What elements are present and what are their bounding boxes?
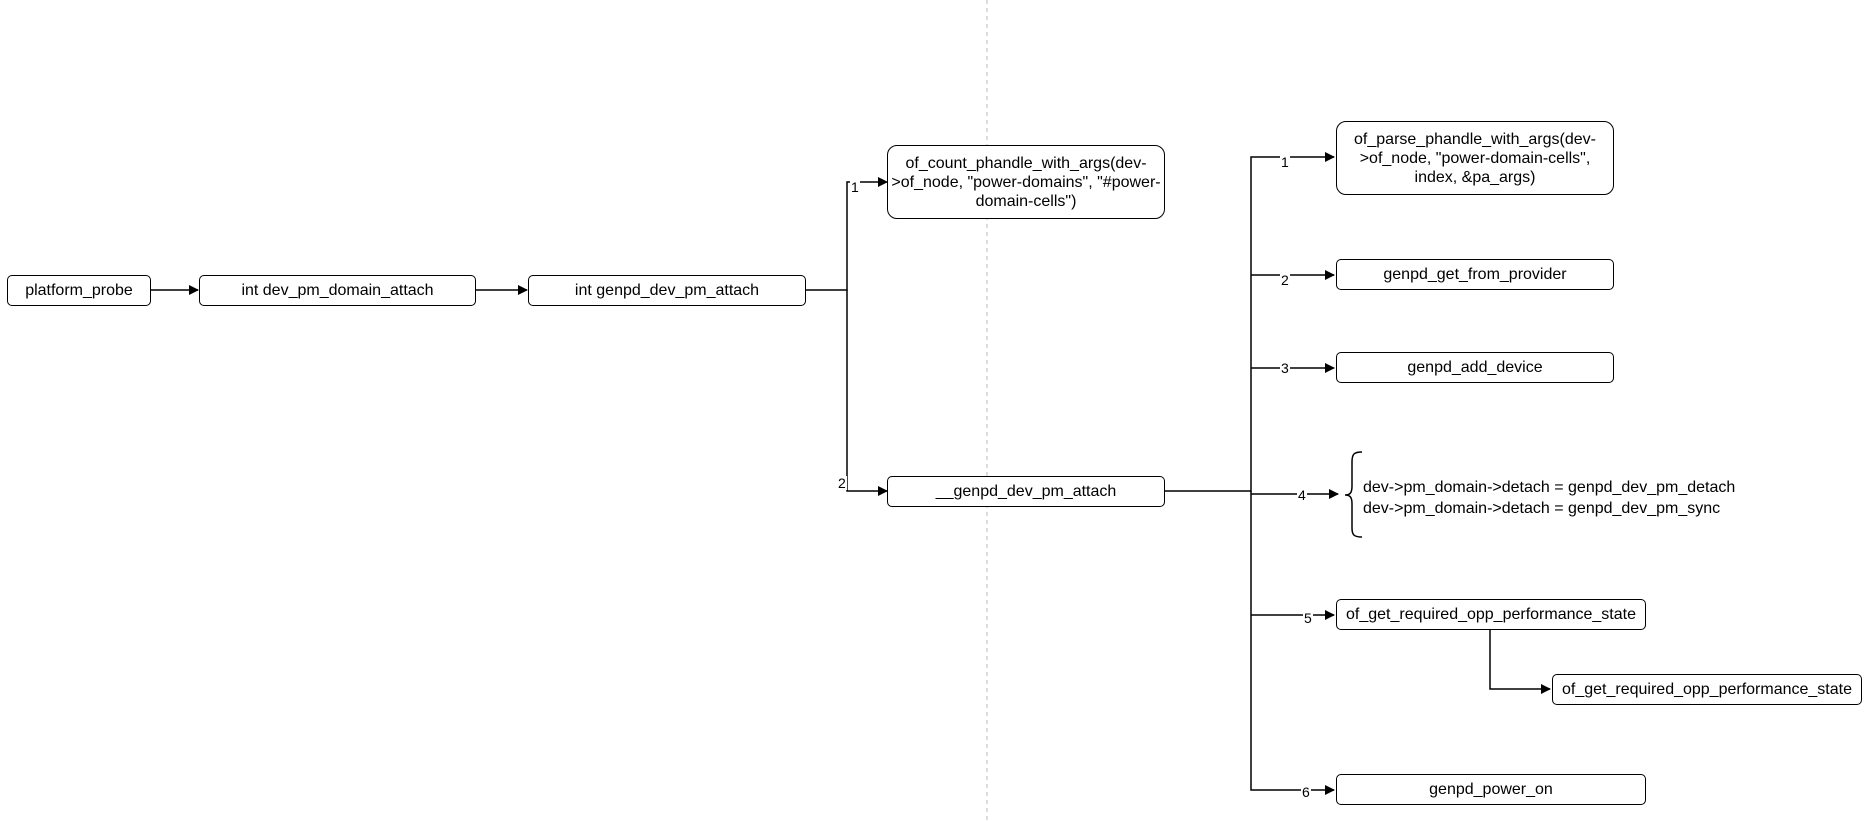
node-of-get-required-opp-1[interactable]: of_get_required_opp_performance_state [1336, 599, 1646, 630]
node-genpd-get-from-provider[interactable]: genpd_get_from_provider [1336, 259, 1614, 290]
edge-label-4: 4 [1297, 487, 1307, 503]
edge-genpd-to-inner [846, 290, 888, 496]
note-sync: dev->pm_domain->detach = genpd_dev_pm_sy… [1363, 500, 1721, 517]
edge-opp-to-opp [1489, 630, 1551, 694]
node-of-count-phandle[interactable]: of_count_phandle_with_args(dev->of_node,… [887, 145, 1165, 219]
edge-label-5: 5 [1303, 610, 1313, 626]
edge-label-3: 3 [1280, 360, 1290, 376]
node-dev-pm-domain-attach[interactable]: int dev_pm_domain_attach [199, 275, 476, 306]
node-genpd-add-device[interactable]: genpd_add_device [1336, 352, 1614, 383]
edge-inner-to-opp [1250, 491, 1335, 795]
detach-brace [1344, 451, 1363, 538]
node-label: genpd_power_on [1429, 781, 1553, 798]
node-label: genpd_get_from_provider [1383, 266, 1567, 283]
edge-label-1: 1 [1280, 154, 1290, 170]
edge-genpd-to-count [806, 177, 888, 291]
edge-label-1: 1 [850, 179, 860, 195]
node-label: int genpd_dev_pm_attach [574, 282, 760, 299]
node-label: genpd_add_device [1407, 359, 1543, 376]
node-label: int dev_pm_domain_attach [241, 282, 434, 299]
node-label: of_get_required_opp_performance_state [1346, 606, 1636, 623]
edge-label-2: 2 [837, 475, 847, 491]
node-genpd-power-on[interactable]: genpd_power_on [1336, 774, 1646, 805]
edge-inner-to-parse [1165, 152, 1335, 492]
node-label: of_count_phandle_with_args(dev->of_node,… [891, 154, 1161, 210]
node-of-parse-phandle[interactable]: of_parse_phandle_with_args(dev->of_node,… [1336, 121, 1614, 195]
note-detach: dev->pm_domain->detach = genpd_dev_pm_de… [1363, 479, 1736, 496]
node-genpd-dev-pm-attach[interactable]: int genpd_dev_pm_attach [528, 275, 806, 306]
node-of-get-required-opp-2[interactable]: of_get_required_opp_performance_state [1552, 674, 1862, 705]
edge-label-2: 2 [1280, 272, 1290, 288]
node-genpd-dev-pm-attach-inner[interactable]: __genpd_dev_pm_attach [887, 476, 1165, 507]
node-label: __genpd_dev_pm_attach [935, 483, 1117, 500]
edge-label-6: 6 [1301, 784, 1311, 800]
node-label: platform_probe [25, 282, 133, 299]
node-label: of_parse_phandle_with_args(dev->of_node,… [1354, 130, 1596, 186]
node-platform-probe[interactable]: platform_probe [7, 275, 151, 306]
node-label: of_get_required_opp_performance_state [1562, 681, 1852, 698]
